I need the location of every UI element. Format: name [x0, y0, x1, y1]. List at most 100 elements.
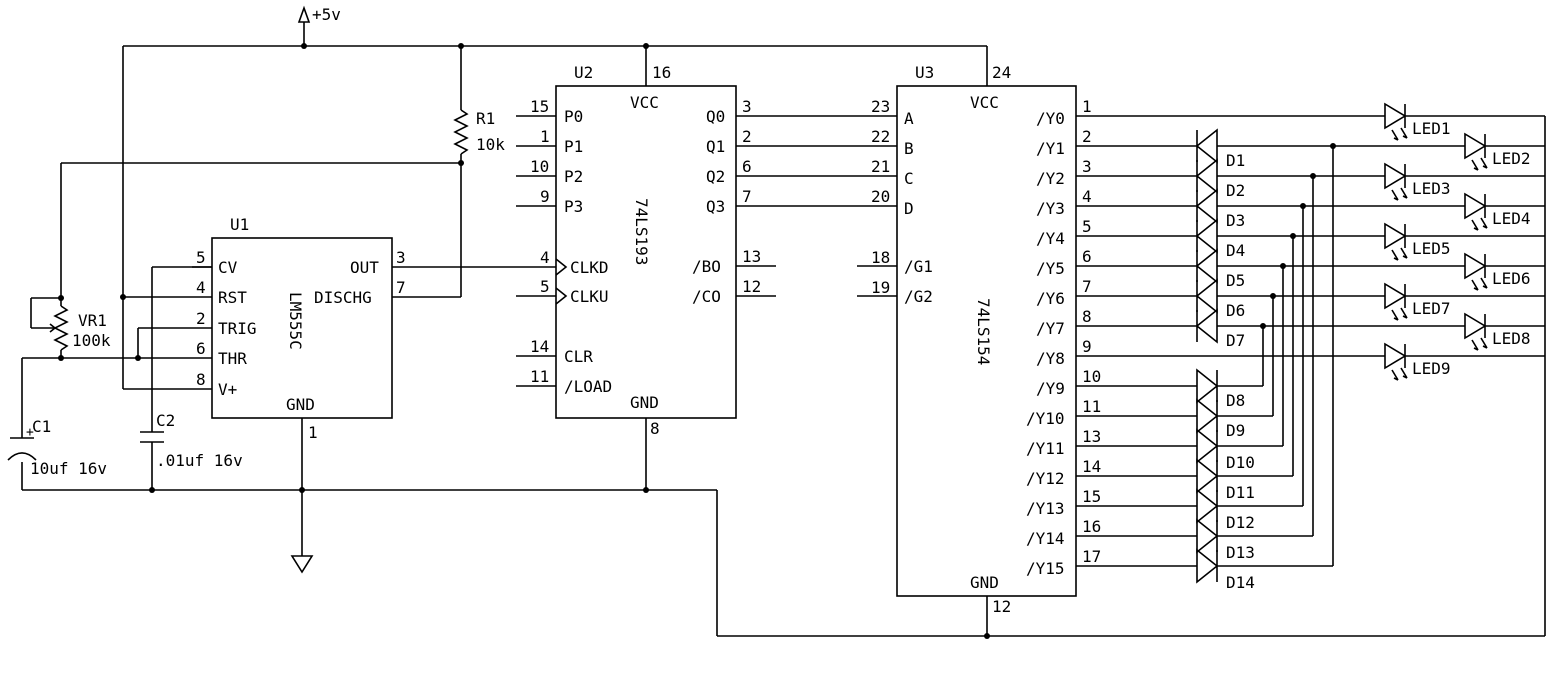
diode-label: D2 — [1226, 181, 1245, 200]
u1-pin-4: 4 RST — [196, 278, 247, 307]
u2-pin-num: 3 — [742, 97, 752, 116]
u2-pin-num: 14 — [530, 337, 549, 356]
diode-d13: D13 — [1196, 518, 1255, 562]
diode-label: D11 — [1226, 483, 1255, 502]
led-label: LED9 — [1412, 359, 1451, 378]
u1-pin-2: 2 TRIG — [196, 309, 257, 338]
junctions — [58, 43, 1336, 639]
u2-pin-name: /CO — [692, 287, 721, 306]
u3-pin-num: 10 — [1082, 367, 1101, 386]
diode-d8: D8 — [1196, 368, 1245, 410]
u2-pin-num: 4 — [540, 248, 550, 267]
led-9: LED9 — [1384, 342, 1451, 381]
u1-pin-3-num: 3 — [396, 248, 406, 267]
u2-pin-16-name: VCC — [630, 93, 659, 112]
u3-part: 74LS154 — [974, 298, 993, 365]
u2-pin-num: 6 — [742, 157, 752, 176]
u3-pin-num: 18 — [871, 248, 890, 267]
u1-pin-6-num: 6 — [196, 339, 206, 358]
r1-value: 10k — [476, 135, 505, 154]
u1-pin-5-num: 5 — [196, 248, 206, 267]
vr1-value: 100k — [72, 331, 111, 350]
led-6: LED6 — [1464, 252, 1531, 291]
u3-pin-name: /Y13 — [1026, 499, 1065, 518]
u3-pin-num: 22 — [871, 127, 890, 146]
u3-pin-num: 1 — [1082, 97, 1092, 116]
led-7: LED7 — [1384, 282, 1451, 321]
u2-pin-num: 12 — [742, 277, 761, 296]
u2-pin-name: CLKU — [570, 287, 609, 306]
u3-pin-name: /Y4 — [1036, 229, 1065, 248]
u1-part: LM555C — [286, 292, 305, 350]
u3-pin-name: D — [904, 199, 914, 218]
led-label: LED3 — [1412, 179, 1451, 198]
u3-ref: U3 — [915, 63, 934, 82]
wires — [21, 45, 1546, 637]
u3-pin-name: C — [904, 169, 914, 188]
diode-label: D6 — [1226, 301, 1245, 320]
u3-pin-24-num: 24 — [992, 63, 1011, 82]
u2-pin-num: 5 — [540, 277, 550, 296]
u3-pin-name: B — [904, 139, 914, 158]
led-label: LED1 — [1412, 119, 1451, 138]
diode-label: D1 — [1226, 151, 1245, 170]
c1-polarity: + — [26, 425, 34, 440]
u3-pin-num: 11 — [1082, 397, 1101, 416]
u3-pin-num: 21 — [871, 157, 890, 176]
diode-label: D4 — [1226, 241, 1245, 260]
u3-pin-name: /Y2 — [1036, 169, 1065, 188]
u1-pin-2-num: 2 — [196, 309, 206, 328]
led-label: LED6 — [1492, 269, 1531, 288]
led-label: LED5 — [1412, 239, 1451, 258]
u2-pin-num: 10 — [530, 157, 549, 176]
u1-pin-8: 8 V+ — [196, 370, 237, 399]
led-1: LED1 — [1384, 102, 1451, 141]
diode-label: D12 — [1226, 513, 1255, 532]
diode-d1: D1 — [1195, 128, 1245, 170]
led-label: LED2 — [1492, 149, 1531, 168]
u2-pin-8-num: 8 — [650, 419, 660, 438]
u3-pin-num: 20 — [871, 187, 890, 206]
u3-pin-num: 17 — [1082, 547, 1101, 566]
u2-pin-name: P3 — [564, 197, 583, 216]
diode-d11: D11 — [1196, 458, 1255, 502]
diode-label: D10 — [1226, 453, 1255, 472]
led-label: LED7 — [1412, 299, 1451, 318]
u1-pin-8-num: 8 — [196, 370, 206, 389]
u3-pin-num: 13 — [1082, 427, 1101, 446]
diode-d4: D4 — [1195, 218, 1245, 260]
diode-d5: D5 — [1195, 248, 1245, 290]
diode-label: D7 — [1226, 331, 1245, 350]
diode-label: D9 — [1226, 421, 1245, 440]
u2-pin-name: Q3 — [706, 197, 725, 216]
chip-u3: U3 74LS154 24 VCC 12 GND 23 A 22 B 21 C … — [857, 63, 1197, 616]
u3-pin-num: 2 — [1082, 127, 1092, 146]
led-label: LED4 — [1492, 209, 1531, 228]
u1-pin-2-name: TRIG — [218, 319, 257, 338]
led-4: LED4 — [1464, 192, 1531, 231]
u1-pin-7-name: DISCHG — [314, 288, 372, 307]
u3-pin-name: /Y8 — [1036, 349, 1065, 368]
diodes: D1 D2 D3 D4 D5 D6 D7 D8 — [1195, 128, 1255, 592]
u3-pin-12-name: GND — [970, 573, 999, 592]
diode-label: D8 — [1226, 391, 1245, 410]
u3-pin-num: 9 — [1082, 337, 1092, 356]
diode-label: D3 — [1226, 211, 1245, 230]
u3-pin-name: /Y1 — [1036, 139, 1065, 158]
diode-d6: D6 — [1195, 278, 1245, 320]
u3-pin-name: /Y5 — [1036, 259, 1065, 278]
power-symbol: +5v — [297, 5, 341, 46]
u2-pin-name: Q0 — [706, 107, 725, 126]
u2-pin-name: P1 — [564, 137, 583, 156]
u2-pin-num: 1 — [540, 127, 550, 146]
vr1-ref: VR1 — [78, 311, 107, 330]
u1-pin-3: 3 OUT — [350, 248, 406, 277]
u3-pin-num: 7 — [1082, 277, 1092, 296]
u3-pin-num: 15 — [1082, 487, 1101, 506]
u2-pin-name: P2 — [564, 167, 583, 186]
c1-value: 10uf 16v — [30, 459, 107, 478]
ground-symbol — [290, 555, 314, 574]
u2-pin-name: Q1 — [706, 137, 725, 156]
diode-d14: D14 — [1196, 548, 1255, 592]
